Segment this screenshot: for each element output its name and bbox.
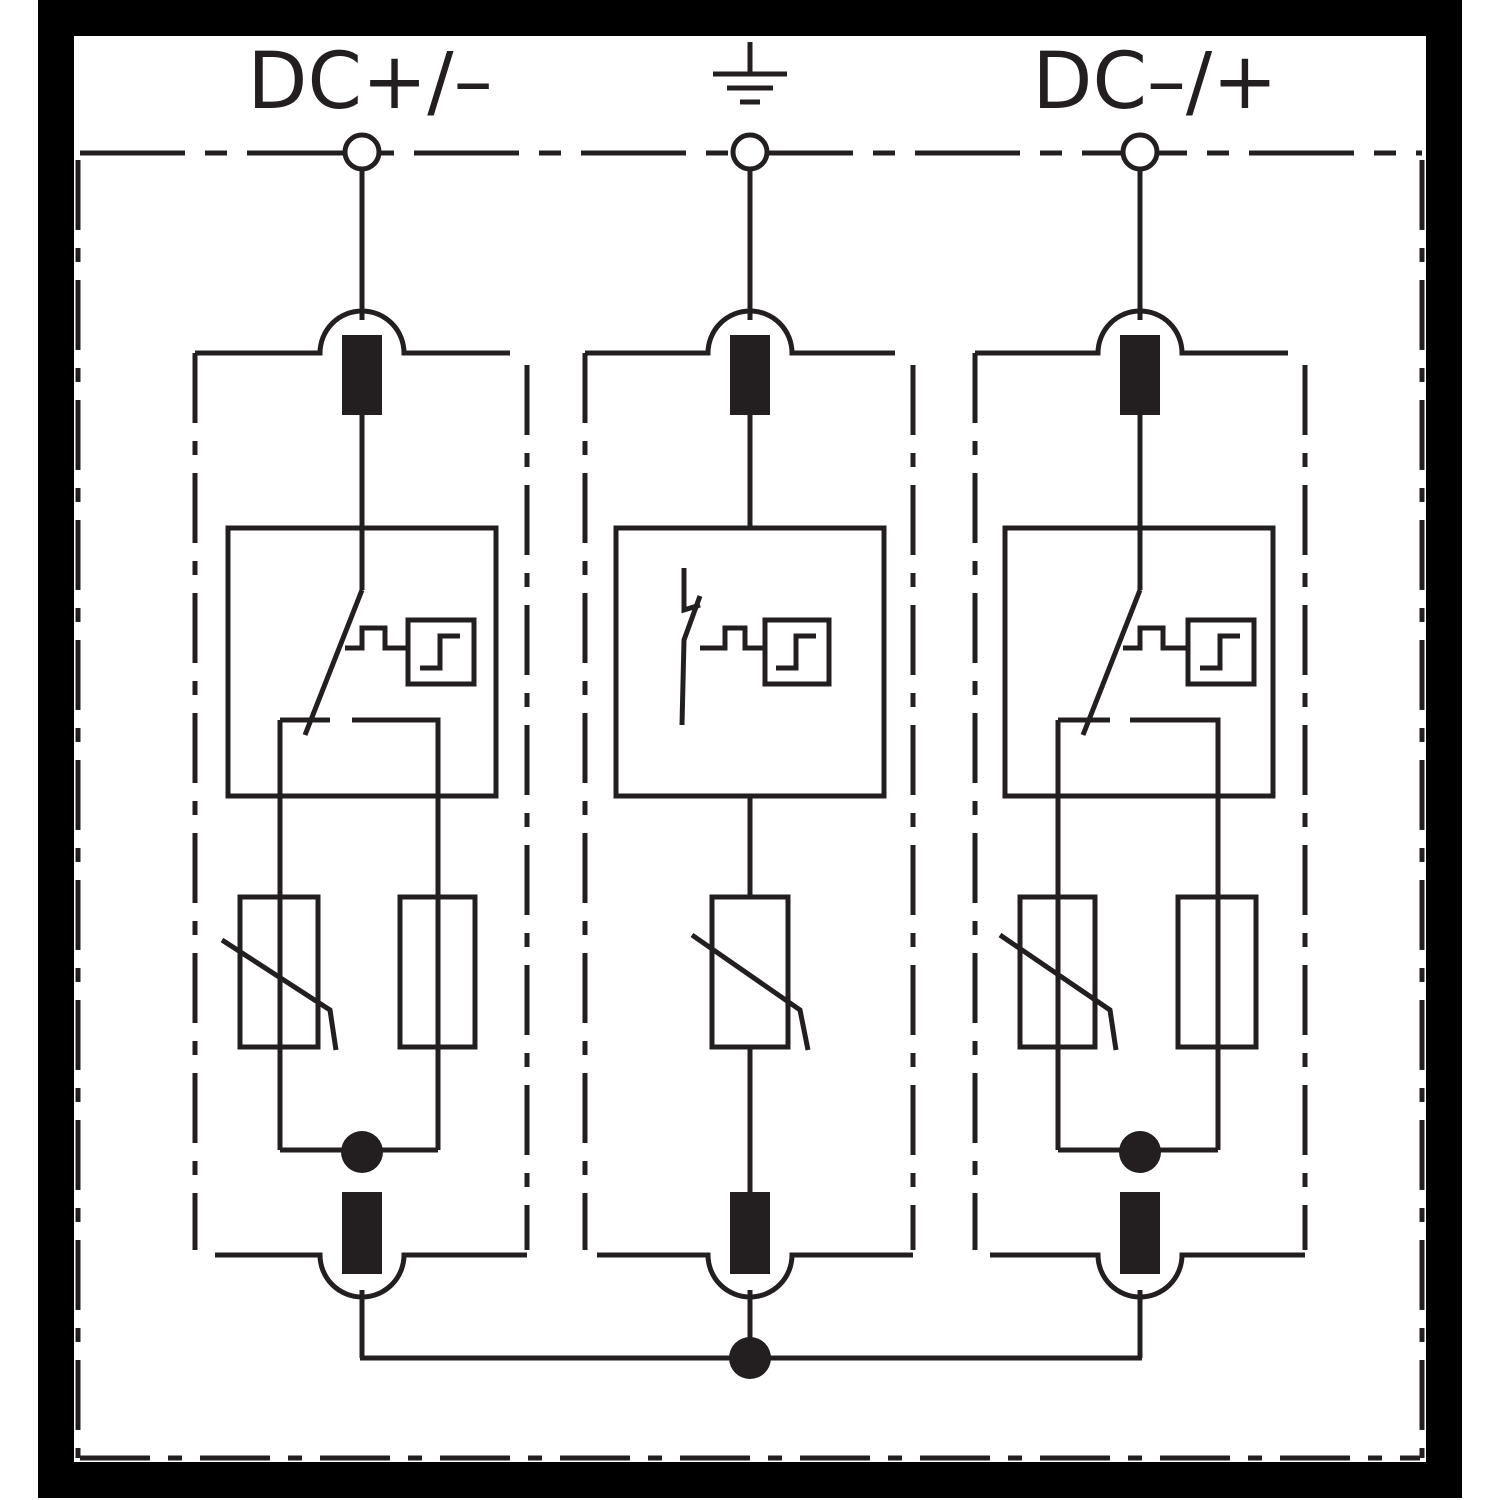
terminal-left bbox=[342, 132, 382, 172]
outer-frame-border bbox=[38, 0, 1462, 1498]
terminal-right bbox=[1120, 132, 1160, 172]
label-right-terminal: DC–/+ bbox=[1032, 37, 1277, 127]
common-bus bbox=[360, 1337, 1142, 1379]
label-left-terminal: DC+/– bbox=[247, 37, 492, 127]
terminal-center bbox=[730, 132, 770, 172]
ground-icon bbox=[713, 42, 787, 105]
module-center bbox=[582, 170, 916, 1358]
module-right bbox=[972, 170, 1308, 1358]
module-left bbox=[192, 170, 530, 1358]
